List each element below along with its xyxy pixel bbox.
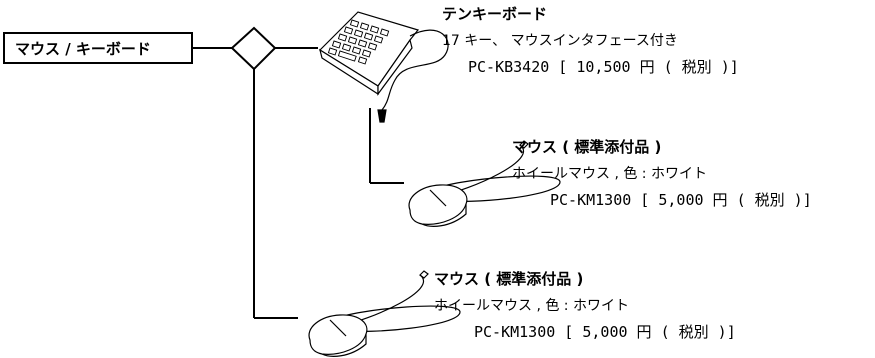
item-description: 17 キー、 マウスインタフェース付き	[442, 33, 678, 49]
item-model-price: PC-KM1300 [ 5,000 円 ( 税別 )]	[550, 191, 812, 209]
category-label: マウス / キーボード	[3, 32, 193, 64]
item-description: ホイールマウス , 色 : ホワイト	[434, 298, 629, 314]
item-keypad: テンキーボード 17 キー、 マウスインタフェース付き PC-KB3420 [ …	[442, 3, 739, 77]
item-title: マウス ( 標準添付品 )	[434, 270, 584, 288]
item-title: テンキーボード	[442, 5, 548, 23]
item-title: マウス ( 標準添付品 )	[512, 138, 662, 156]
branch-diamond	[230, 26, 277, 71]
item-model-price: PC-KM1300 [ 5,000 円 ( 税別 )]	[474, 323, 736, 341]
mouse-illustration-1	[408, 140, 561, 227]
keypad-illustration	[319, 11, 449, 123]
item-model-price: PC-KB3420 [ 10,500 円 ( 税別 )]	[468, 58, 739, 76]
item-mouse-2: マウス ( 標準添付品 ) ホイールマウス , 色 : ホワイト PC-KM13…	[434, 268, 736, 342]
category-label-text: マウス / キーボード	[15, 39, 151, 58]
item-description: ホイールマウス , 色 : ホワイト	[512, 166, 707, 182]
item-mouse-1: マウス ( 標準添付品 ) ホイールマウス , 色 : ホワイト PC-KM13…	[512, 136, 812, 210]
mouse-illustration-2	[308, 270, 461, 357]
